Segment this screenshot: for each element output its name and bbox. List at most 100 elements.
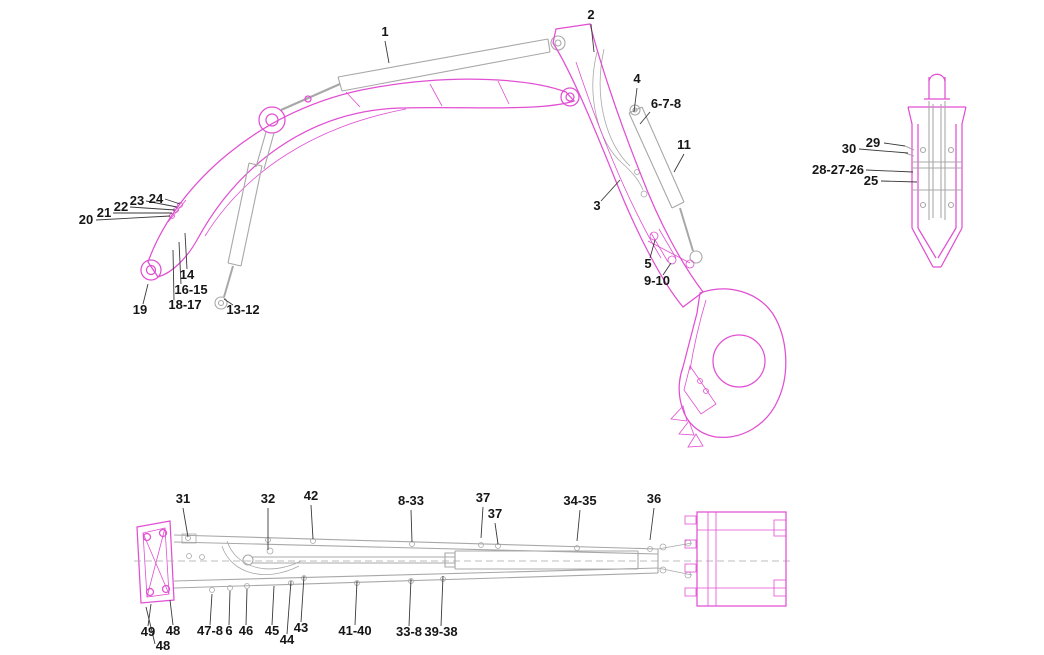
leader-line [440,575,444,627]
part-label-28-27-26: 28-27-26 [812,162,864,177]
part-label-37: 37 [476,490,490,505]
bucket-linkage [647,228,695,269]
leader-line [169,599,174,626]
leader-line [649,507,655,541]
part-label-33-8: 33-8 [396,624,422,639]
end-view-structure [907,73,967,268]
part-label-25: 25 [864,173,878,188]
end-view-cylinder [904,101,962,220]
part-label-6-7-8: 6-7-8 [651,96,681,111]
leader-line [662,262,672,276]
part-label-48: 48 [166,623,180,638]
end-view [904,73,967,268]
part-label-29: 29 [866,135,880,150]
plan-arm-rails [173,534,659,589]
arm [552,23,704,308]
part-label-48: 48 [156,638,170,653]
leader-line [633,87,638,113]
part-label-45: 45 [265,623,279,638]
part-label-41-40: 41-40 [338,623,371,638]
leader-line [184,232,188,270]
leader-line [865,169,914,173]
leader-line [164,198,181,205]
leader-line [142,283,149,305]
part-label-37: 37 [488,506,502,521]
plan-rail-fittings [185,535,653,586]
leader-line [408,578,412,627]
leader-line [147,603,152,627]
leader-line [310,504,314,540]
leader-line [354,580,358,626]
part-label-42: 42 [304,488,318,503]
part-label-6: 6 [225,623,232,638]
leader-line [145,200,178,208]
part-label-18-17: 18-17 [168,297,201,312]
part-label-13-12: 13-12 [226,302,259,317]
side-view [140,23,787,448]
leader-lines-layer [95,23,918,645]
plan-cylinder [242,550,639,570]
part-label-31: 31 [176,491,190,506]
leader-line [590,23,595,53]
part-label-5: 5 [644,256,651,271]
part-label-4: 4 [633,71,641,86]
leader-line [300,575,305,623]
leader-line [883,142,906,147]
part-label-46: 46 [239,623,253,638]
part-label-24: 24 [149,191,164,206]
part-label-47-8: 47-8 [197,623,223,638]
leader-line [410,509,413,543]
leader-line [880,180,918,183]
boom [140,78,580,281]
plan-bucket [684,511,787,607]
leader-line [384,40,390,64]
leader-line [673,153,685,173]
part-label-8-33: 8-33 [398,493,424,508]
arm-cylinder [280,35,566,112]
leader-line [858,148,909,154]
part-label-36: 36 [647,491,661,506]
leader-line [286,580,292,635]
part-label-43: 43 [294,620,308,635]
part-label-44: 44 [280,632,295,647]
leader-line [223,298,234,306]
part-label-32: 32 [261,491,275,506]
plan-left-bracket [136,520,175,604]
part-label-3: 3 [593,198,600,213]
boom-cylinder [214,131,275,310]
leader-line [576,509,581,542]
bucket [670,288,787,448]
part-label-19: 19 [133,302,147,317]
diagram-artwork [134,23,967,607]
part-label-49: 49 [141,624,155,639]
leader-line [145,606,156,645]
part-label-16-15: 16-15 [174,282,207,297]
leader-line [178,241,182,285]
part-label-2: 2 [587,7,594,22]
leader-line [480,506,484,539]
part-label-14: 14 [180,267,195,282]
part-label-34-35: 34-35 [563,493,596,508]
plan-right-linkage [657,539,693,579]
part-label-21: 21 [97,205,111,220]
part-label-20: 20 [79,212,93,227]
leader-line [209,593,213,626]
leader-line [129,206,176,211]
leader-line [245,588,248,626]
part-label-23: 23 [130,193,144,208]
plan-view [134,511,793,607]
part-label-9-10: 9-10 [644,273,670,288]
leader-line [494,522,499,545]
leader-line [639,111,651,125]
plan-hoses [221,540,302,575]
leader-line [228,590,231,626]
part-label-39-38: 39-38 [424,624,457,639]
part-label-22: 22 [114,199,128,214]
leader-line [172,249,175,301]
part-label-30: 30 [842,141,856,156]
leader-line [600,179,621,202]
leader-line [649,239,656,259]
